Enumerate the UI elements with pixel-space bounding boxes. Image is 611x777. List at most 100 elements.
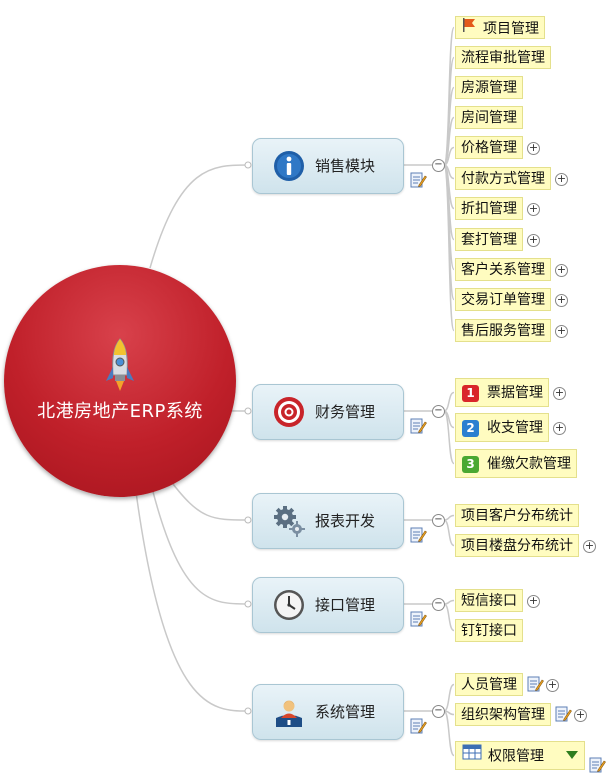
leaf-label: 票据管理 xyxy=(487,385,543,401)
branch-label: 销售模块 xyxy=(315,139,375,193)
root-connector xyxy=(150,165,248,268)
leaf-node[interactable]: 组织架构管理 xyxy=(455,703,551,726)
expand-toggle[interactable]: + xyxy=(555,325,568,338)
note-icon[interactable] xyxy=(410,527,427,543)
leaf-label: 付款方式管理 xyxy=(461,171,545,187)
branch-user[interactable]: 系统管理 xyxy=(252,684,404,740)
expand-toggle[interactable]: + xyxy=(555,173,568,186)
leaf-node[interactable]: 客户关系管理 xyxy=(455,258,551,281)
root-connector xyxy=(170,480,248,520)
connector-dot xyxy=(245,162,251,168)
note-icon[interactable] xyxy=(555,706,572,722)
collapse-toggle[interactable]: − xyxy=(432,705,445,718)
connector-dot xyxy=(245,517,251,523)
expand-toggle[interactable]: + xyxy=(527,203,540,216)
leaf-node[interactable]: 付款方式管理 xyxy=(455,167,551,190)
leaf-node[interactable]: 折扣管理 xyxy=(455,197,523,220)
collapse-toggle[interactable]: − xyxy=(432,598,445,611)
priority-2-icon: 2 xyxy=(462,420,479,437)
leaf-node[interactable]: 3 催缴欠款管理 xyxy=(455,449,577,478)
leaf-label: 房源管理 xyxy=(461,80,517,96)
note-icon[interactable] xyxy=(410,418,427,434)
connector-dot xyxy=(245,708,251,714)
leaf-label: 客户关系管理 xyxy=(461,262,545,278)
branch-label: 报表开发 xyxy=(315,494,375,548)
leaf-label: 催缴欠款管理 xyxy=(487,456,571,472)
collapse-toggle[interactable]: − xyxy=(432,159,445,172)
child-connector xyxy=(444,601,454,605)
child-connector xyxy=(444,393,454,412)
leaf-label: 交易订单管理 xyxy=(461,292,545,308)
leaf-label: 流程审批管理 xyxy=(461,50,545,66)
branch-clock[interactable]: 接口管理 xyxy=(252,577,404,633)
expand-toggle[interactable]: + xyxy=(553,422,566,435)
leaf-node[interactable]: 套打管理 xyxy=(455,228,523,251)
leaf-node[interactable]: 权限管理 xyxy=(455,741,585,770)
child-connector xyxy=(444,520,454,546)
leaf-node[interactable]: 价格管理 xyxy=(455,136,523,159)
collapse-toggle[interactable]: − xyxy=(432,405,445,418)
expand-toggle[interactable]: + xyxy=(555,294,568,307)
leaf-label: 人员管理 xyxy=(461,677,517,693)
priority-3-icon: 3 xyxy=(462,456,479,473)
leaf-label: 短信接口 xyxy=(461,593,517,609)
note-icon[interactable] xyxy=(527,676,544,692)
leaf-label: 价格管理 xyxy=(461,140,517,156)
target-icon xyxy=(273,396,305,428)
leaf-node[interactable]: 项目楼盘分布统计 xyxy=(455,534,579,557)
gears-icon xyxy=(273,505,305,537)
leaf-node[interactable]: 项目客户分布统计 xyxy=(455,504,579,527)
note-icon[interactable] xyxy=(410,718,427,734)
branch-label: 接口管理 xyxy=(315,578,375,632)
leaf-label: 折扣管理 xyxy=(461,201,517,217)
leaf-label: 套打管理 xyxy=(461,232,517,248)
child-connector xyxy=(444,604,454,631)
flag-icon xyxy=(461,17,477,41)
rocket-icon xyxy=(104,337,136,393)
connector-dot xyxy=(245,408,251,414)
expand-toggle[interactable]: + xyxy=(546,679,559,692)
leaf-node[interactable]: 房间管理 xyxy=(455,106,523,129)
leaf-node[interactable]: 人员管理 xyxy=(455,673,523,696)
collapse-toggle[interactable]: − xyxy=(432,514,445,527)
expand-toggle[interactable]: + xyxy=(527,234,540,247)
branch-gears[interactable]: 报表开发 xyxy=(252,493,404,549)
leaf-label: 售后服务管理 xyxy=(461,323,545,339)
leaf-label: 项目管理 xyxy=(483,21,539,37)
expand-toggle[interactable]: + xyxy=(527,595,540,608)
note-icon[interactable] xyxy=(410,611,427,627)
leaf-node[interactable]: 2 收支管理 xyxy=(455,413,549,442)
user-icon xyxy=(273,696,305,728)
leaf-node[interactable]: 售后服务管理 xyxy=(455,319,551,342)
branch-target[interactable]: 财务管理 xyxy=(252,384,404,440)
leaf-label: 组织架构管理 xyxy=(461,707,545,723)
leaf-label: 项目客户分布统计 xyxy=(461,508,573,524)
note-icon[interactable] xyxy=(410,172,427,188)
leaf-node[interactable]: 1 票据管理 xyxy=(455,378,549,407)
leaf-label: 收支管理 xyxy=(487,420,543,436)
priority-1-icon: 1 xyxy=(462,385,479,402)
leaf-node[interactable]: 短信接口 xyxy=(455,589,523,612)
info-icon xyxy=(273,150,305,182)
connector-dot xyxy=(245,601,251,607)
expand-toggle[interactable]: + xyxy=(527,142,540,155)
note-icon[interactable] xyxy=(589,757,606,773)
root-connector xyxy=(136,492,248,711)
clock-icon xyxy=(273,589,305,621)
leaf-label: 房间管理 xyxy=(461,110,517,126)
expand-toggle[interactable]: + xyxy=(555,264,568,277)
leaf-node[interactable]: 项目管理 xyxy=(455,16,545,39)
root-connector xyxy=(152,488,248,604)
leaf-label: 项目楼盘分布统计 xyxy=(461,538,573,554)
branch-info[interactable]: 销售模块 xyxy=(252,138,404,194)
expand-toggle[interactable]: + xyxy=(583,540,596,553)
leaf-node[interactable]: 房源管理 xyxy=(455,76,523,99)
child-connector xyxy=(444,711,454,756)
expand-toggle[interactable]: + xyxy=(574,709,587,722)
expand-toggle[interactable]: + xyxy=(553,387,566,400)
leaf-node[interactable]: 钉钉接口 xyxy=(455,619,523,642)
child-connector xyxy=(444,516,454,521)
root-topic[interactable]: 北港房地产ERP系统 xyxy=(4,265,236,497)
leaf-node[interactable]: 流程审批管理 xyxy=(455,46,551,69)
leaf-node[interactable]: 交易订单管理 xyxy=(455,288,551,311)
